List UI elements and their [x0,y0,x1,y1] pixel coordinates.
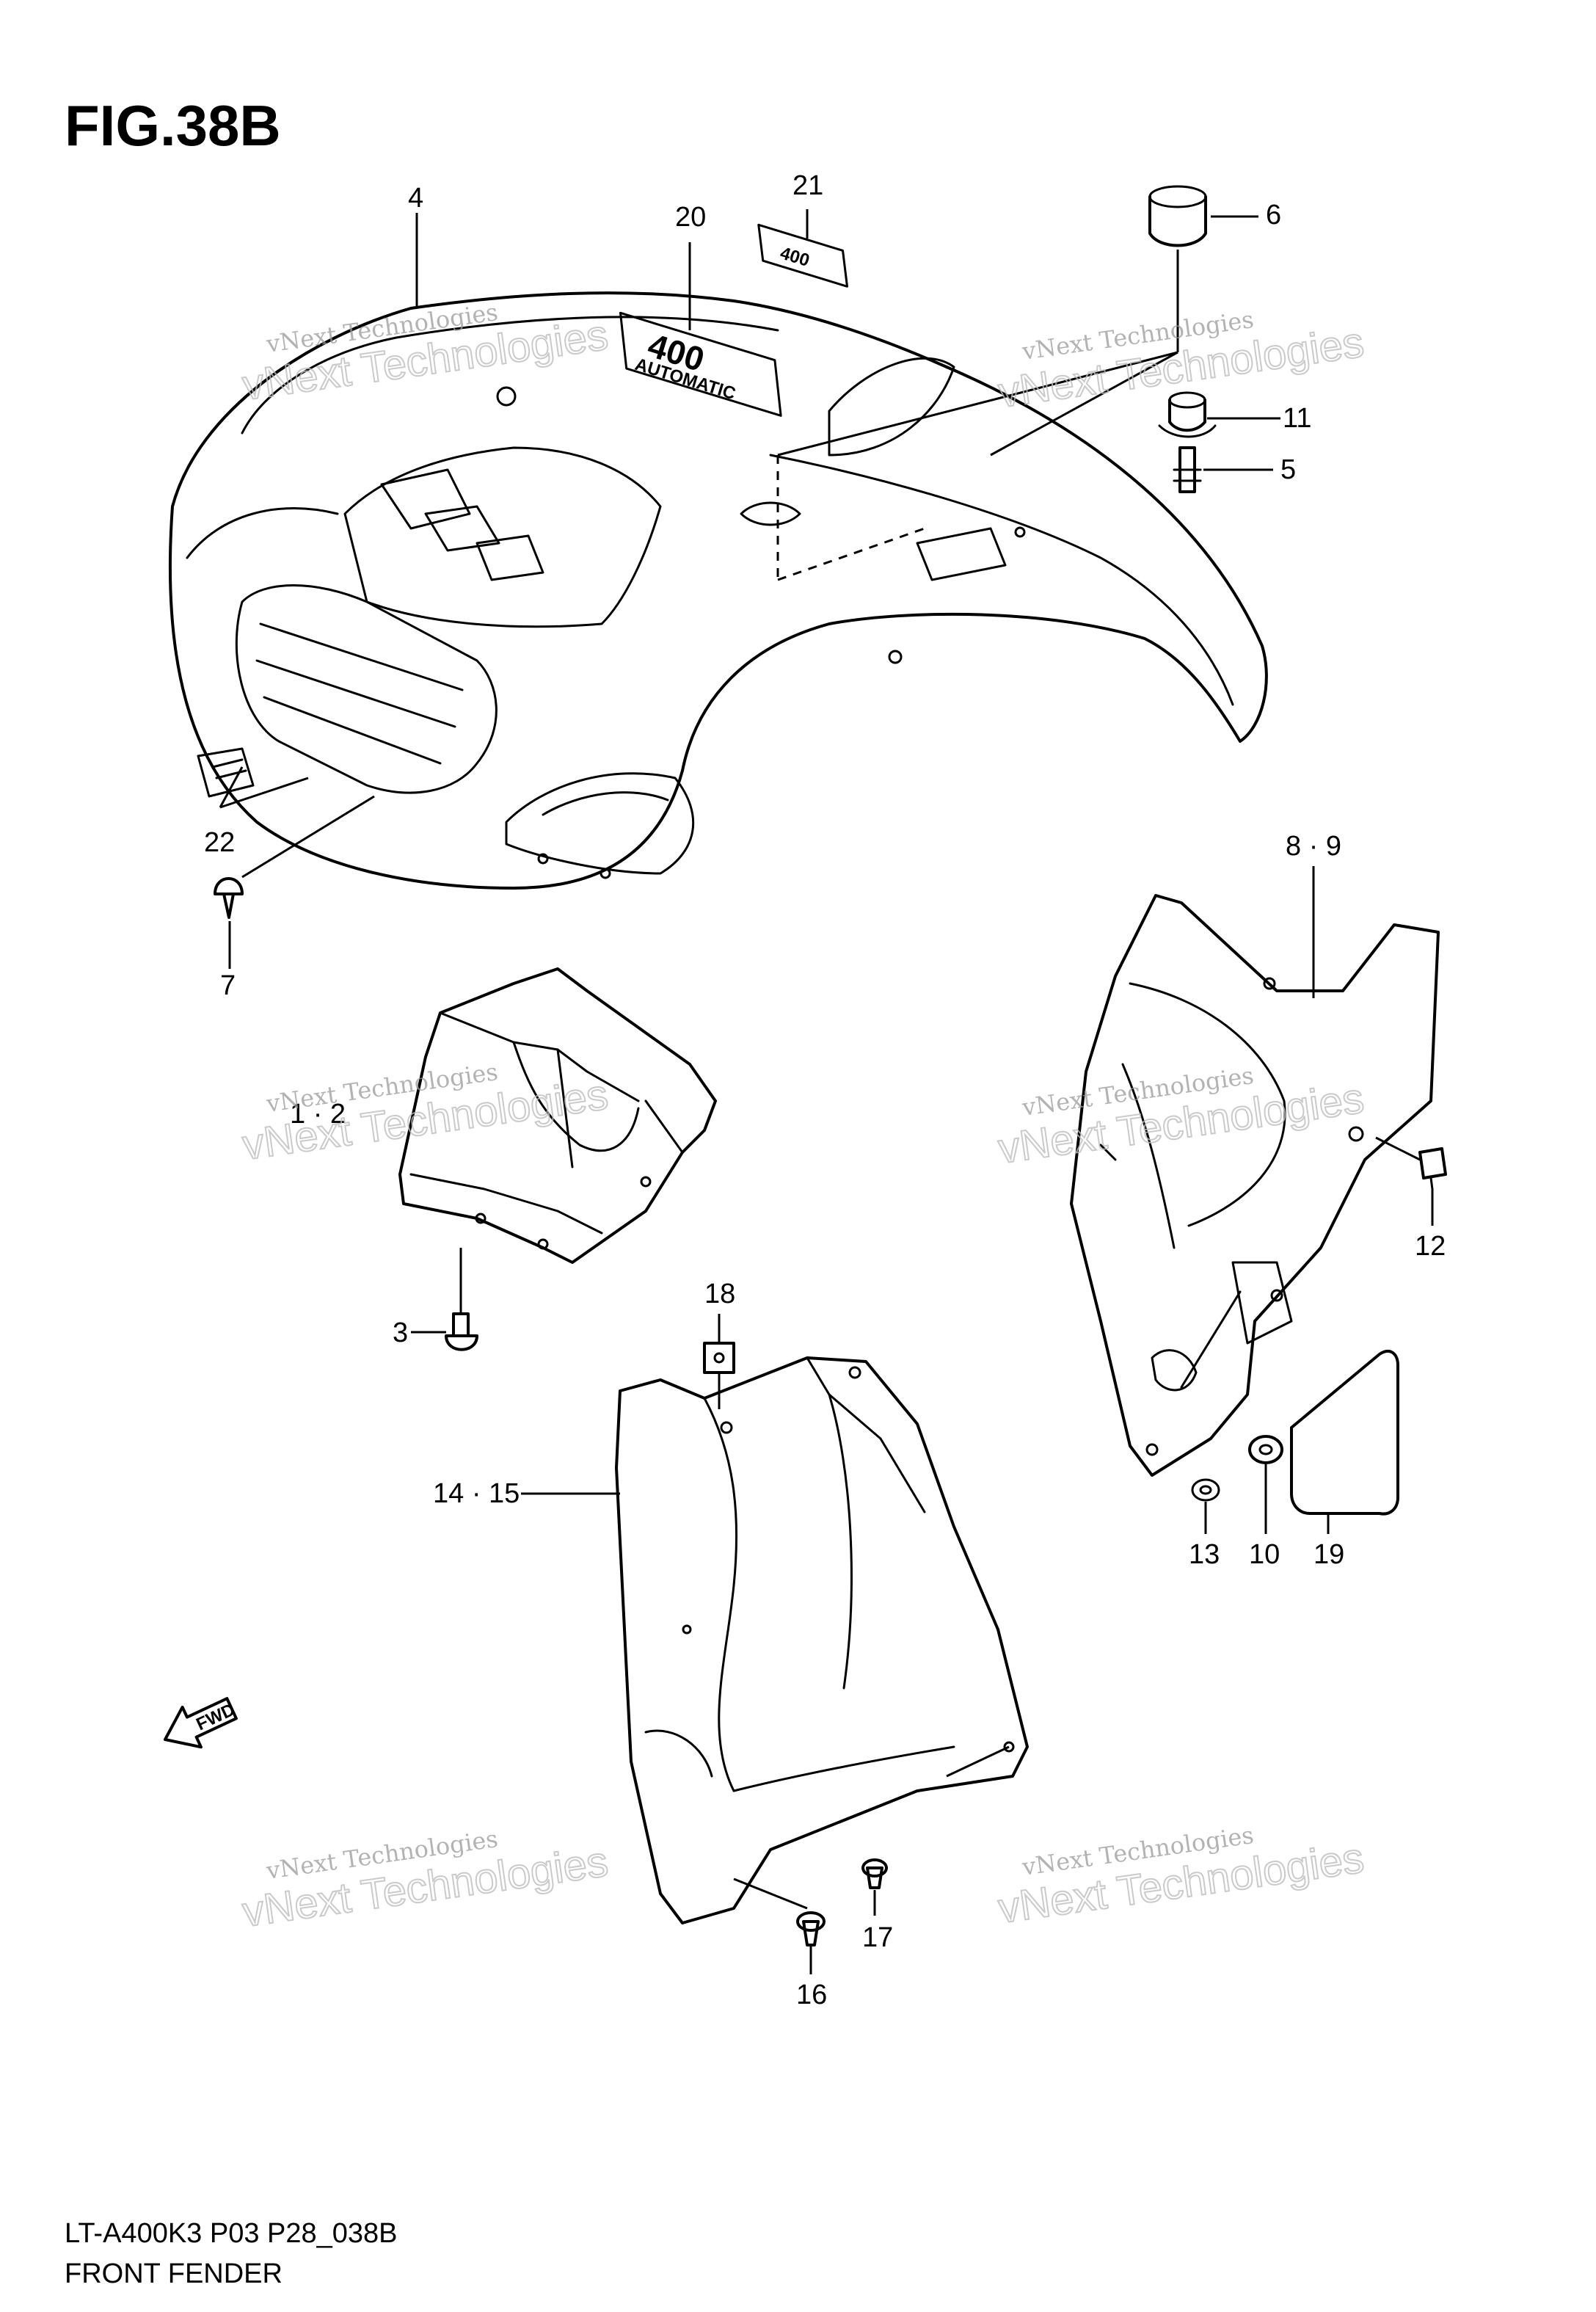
model-code: LT-A400K3 P03 P28_038B [65,2218,398,2249]
front-fender-shell [168,291,1268,890]
watermark-bottom-right: vNext Technologies vNext Technologies [995,1821,1368,1933]
clip-part-17 [861,1858,888,1889]
callout-22: 22 [204,827,235,858]
callout-3: 3 [393,1317,408,1348]
watermark-bottom-left: vNext Technologies vNext Technologies [239,1825,612,1937]
nut-part-10 [1248,1435,1283,1464]
screw-part-16 [796,1911,826,1946]
collar-part-11 [1158,391,1217,438]
callout-19: 19 [1313,1539,1344,1570]
callout-17: 17 [862,1922,893,1953]
screw-part-3 [445,1312,478,1351]
callout-7: 7 [220,970,236,1001]
screw-part-7 [214,877,244,919]
callout-20: 20 [675,202,706,233]
callout-5: 5 [1280,454,1296,485]
emblem-part-22 [197,747,255,798]
inner-bracket-part-1-2 [398,967,717,1264]
clip-part-12 [1418,1147,1447,1190]
side-panel-part-8-9 [1070,894,1440,1477]
watermark-top-left: vNext Technologies vNext Technologies [239,298,612,410]
grommet-part-6 [1148,185,1207,247]
leader-lines [219,209,1434,1974]
callout-21: 21 [792,170,823,201]
watermark-top-right: vNext Technologies vNext Technologies [995,305,1368,418]
inner-panel-part-14-15 [615,1356,1029,1924]
clip-part-18 [703,1342,735,1374]
forward-direction-arrow: FWD [164,1697,238,1749]
callout-4: 4 [408,183,423,214]
section-name: FRONT FENDER [65,2258,283,2289]
decal-400-small: 400 [757,223,848,288]
callout-numbers: 1 · 2 3 4 5 6 7 8 · 9 10 11 12 13 14 · 1… [204,170,1446,2010]
bolt-part-5 [1173,446,1202,493]
callout-13: 13 [1189,1539,1220,1570]
watermark-mid-right: vNext Technologies vNext Technologies [995,1061,1368,1174]
callout-8-9: 8 · 9 [1286,831,1341,862]
callout-10: 10 [1249,1539,1280,1570]
callout-14-15: 14 · 15 [433,1478,520,1509]
washer-part-13 [1191,1478,1220,1502]
callout-1-2: 1 · 2 [290,1099,346,1130]
cover-part-19 [1290,1350,1399,1516]
callout-16: 16 [796,1980,827,2010]
callout-11: 11 [1283,403,1311,434]
callout-18: 18 [704,1279,735,1309]
callout-6: 6 [1266,200,1281,230]
figure-title: FIG.38B [65,93,281,158]
callout-12: 12 [1415,1231,1446,1262]
